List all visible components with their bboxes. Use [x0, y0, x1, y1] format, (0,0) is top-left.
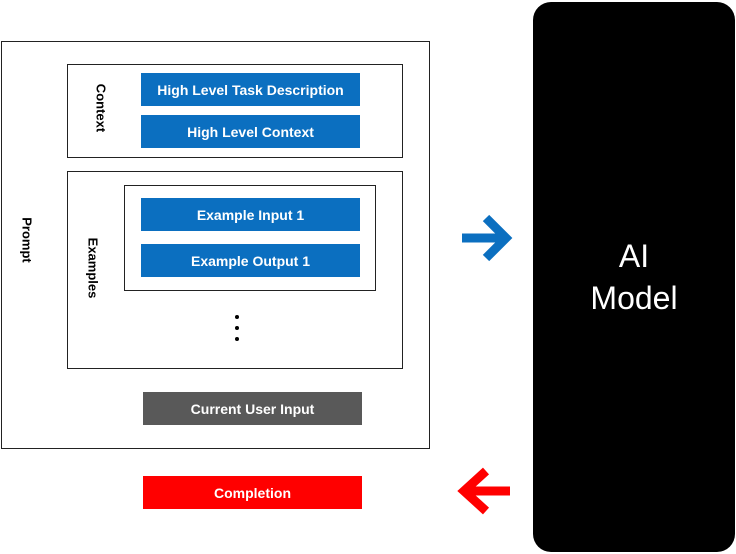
more-examples-ellipsis [235, 315, 241, 348]
arrow-right-icon [462, 214, 513, 262]
context-label: Context [93, 83, 109, 133]
prompt-label: Prompt [19, 217, 35, 263]
model-label-line-2: Model [590, 280, 678, 316]
current-user-input-box: Current User Input [143, 392, 362, 425]
model-label-line-1: AI [618, 238, 650, 274]
ai-model-block: AI Model [533, 2, 735, 552]
context-box: High Level Context [141, 115, 360, 148]
examples-label: Examples [85, 237, 101, 299]
arrow-left-icon [457, 467, 510, 515]
task-description-box: High Level Task Description [141, 73, 360, 106]
completion-box: Completion [143, 476, 362, 509]
example-output-box: Example Output 1 [141, 244, 360, 277]
example-input-box: Example Input 1 [141, 198, 360, 231]
